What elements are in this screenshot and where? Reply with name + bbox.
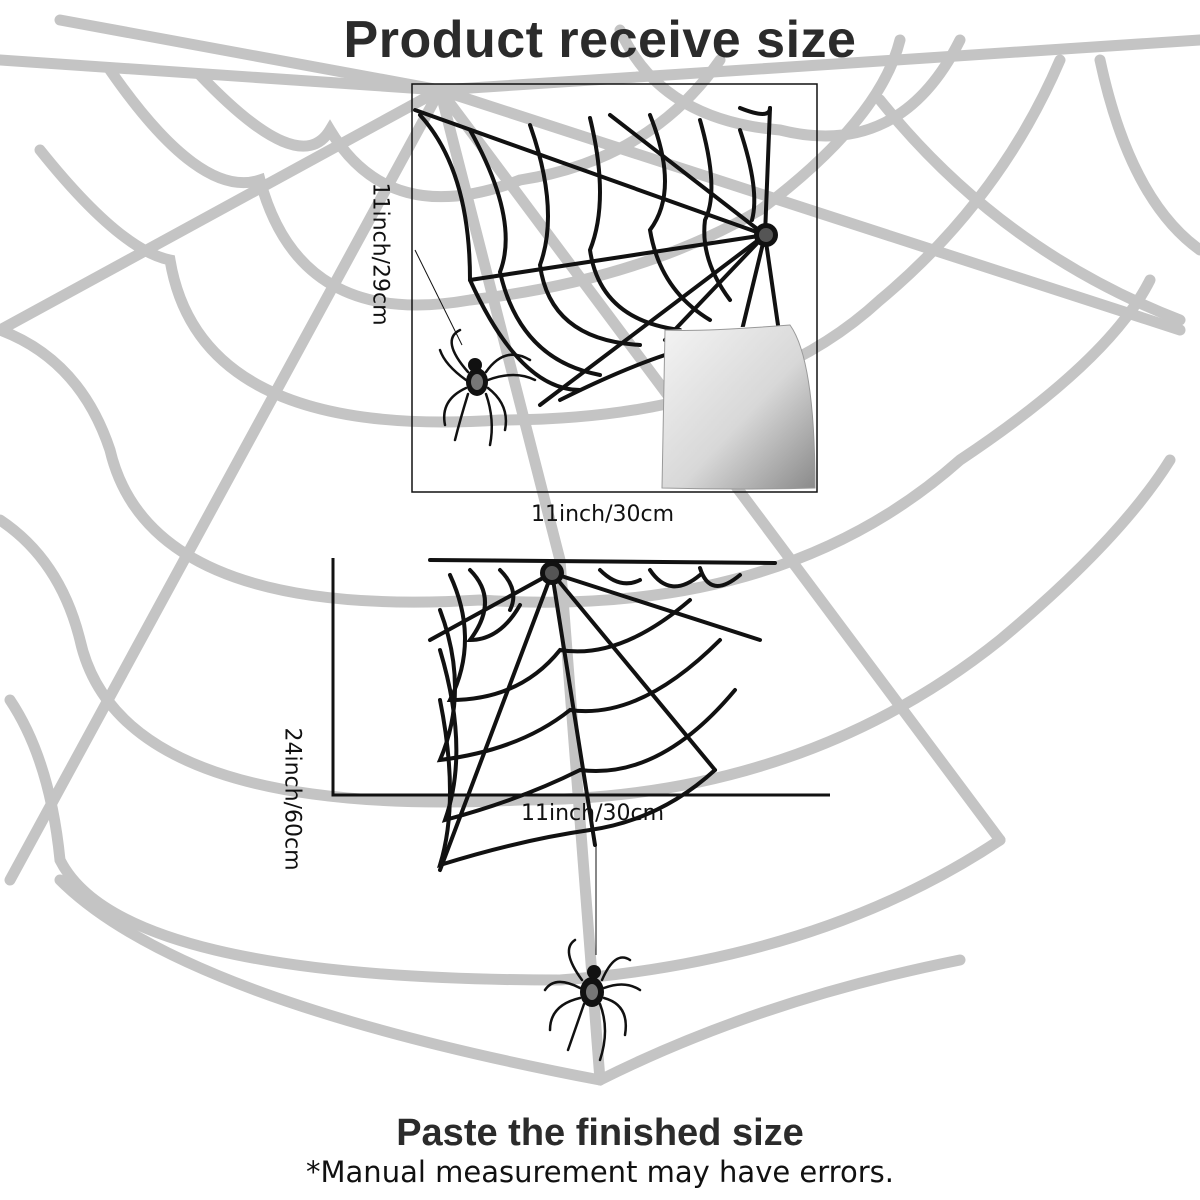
spider-icon bbox=[543, 938, 642, 1062]
finished-size-heading: Paste the finished size bbox=[396, 1112, 804, 1154]
measurement-note: *Manual measurement may have errors. bbox=[306, 1155, 894, 1189]
spider-icon bbox=[438, 328, 537, 447]
top-width-label: 11inch/30cm bbox=[530, 502, 675, 527]
bottom-height-label: 24inch/60cm bbox=[279, 727, 305, 871]
peel-corner-icon bbox=[661, 324, 816, 490]
page-title: Product receive size bbox=[343, 11, 857, 69]
bottom-width-label: 11inch/30cm bbox=[520, 801, 665, 826]
